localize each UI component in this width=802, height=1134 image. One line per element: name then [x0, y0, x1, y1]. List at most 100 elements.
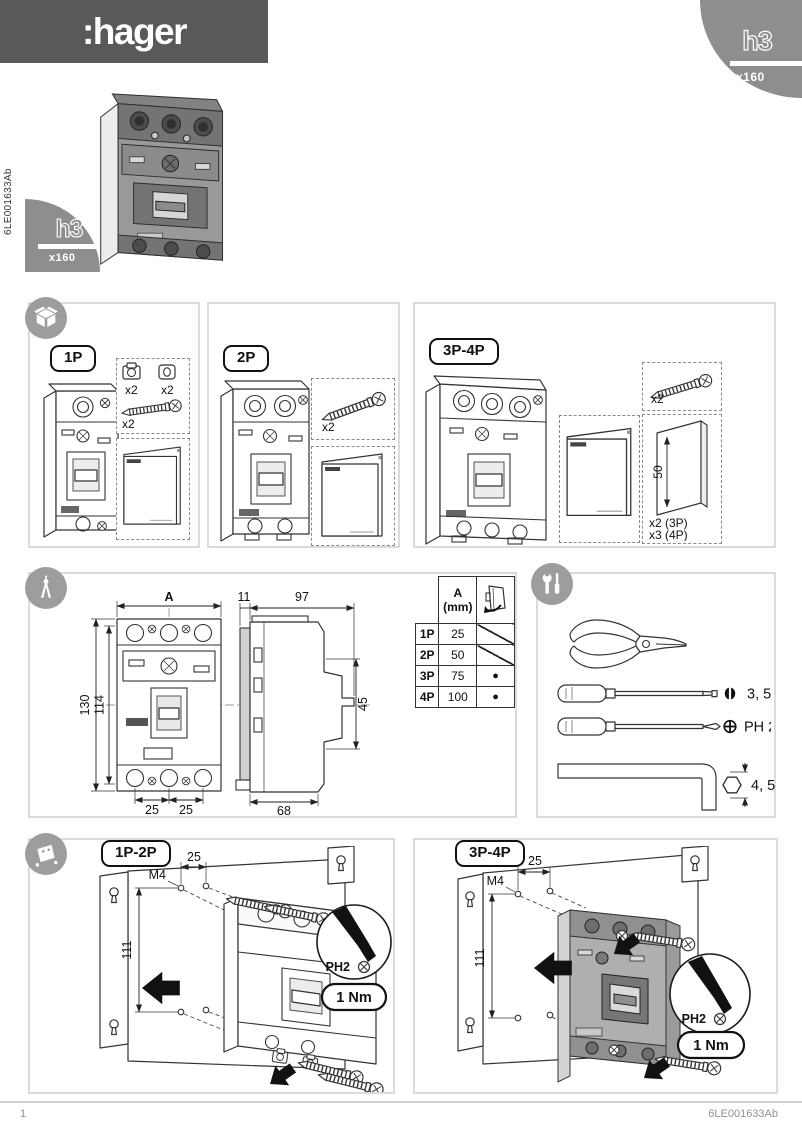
table-row: 3P 75 — [414, 665, 515, 687]
document-reference-side: 6LE001633Ab — [3, 168, 14, 235]
torque-badge — [320, 982, 388, 1012]
mounting-panel-1p-2p: 1P-2P 25 M4 111 — [25, 833, 395, 1094]
header-a: A — [453, 586, 463, 600]
badge-divider — [38, 244, 100, 249]
screw-qty: x2 — [322, 420, 335, 434]
package-box-icon — [33, 305, 59, 329]
table-header-a: A (mm) — [438, 576, 478, 624]
phillips-size: PH 2 — [744, 720, 771, 736]
dim-base-68: 68 — [277, 804, 291, 816]
cutting-pliers-drawing — [569, 619, 687, 669]
variant-label-text: 1P — [64, 349, 83, 366]
hager-logo: :hager — [81, 10, 188, 52]
packaging-panel-3p-4p: 3P-4P x2 — [413, 302, 776, 548]
screw-qty: x2 — [651, 392, 664, 406]
series-label: x160 — [49, 252, 76, 264]
table-row: 1P 25 — [414, 623, 515, 645]
dim-pitch-left: 25 — [145, 803, 159, 816]
table-header-icon — [476, 576, 515, 624]
breaker-drawing-2p — [220, 380, 310, 542]
packaging-icon — [25, 297, 67, 339]
mounting-drawing-1p-2p: 25 M4 111 — [99, 846, 392, 1092]
mounting-drawing-3p-4p: 25 M4 111 — [457, 846, 751, 1088]
screw-qty: x2 — [122, 417, 135, 431]
breaker-drawing-3p — [425, 375, 547, 545]
screws-drawing: x2 — [643, 363, 719, 406]
manual-box-1p — [116, 438, 190, 540]
phase-separator-drawing: 50 x2 (3P) x3 (4P) — [649, 419, 708, 542]
dim-depth-97: 97 — [295, 590, 309, 604]
dim-hole-spacing: 111 — [120, 940, 134, 959]
variant-label-3p-4p: 3P-4P — [455, 840, 525, 867]
page-number: 1 — [20, 1108, 27, 1120]
a-value: 75 — [438, 665, 478, 687]
accessory-box-1p: x2 x2 x2 — [116, 358, 190, 434]
mounting-plate-icon — [35, 844, 58, 867]
series-label: x160 — [736, 70, 765, 84]
pole-label: 2P — [414, 644, 440, 666]
breaker-side-icon — [483, 584, 506, 613]
variant-label-1p-2p: 1P-2P — [101, 840, 171, 867]
tools-icon — [531, 563, 573, 605]
pole-label: 3P — [414, 665, 440, 687]
table-row: 2P 50 — [414, 644, 515, 666]
dimensions-icon — [25, 567, 67, 609]
hex-size: 4, 5 — [751, 778, 775, 794]
torque-value: 1 Nm — [336, 990, 371, 1006]
manual-leaflet-drawing — [321, 453, 383, 537]
dim-hole-spacing: 111 — [473, 948, 487, 967]
pole-label: 1P — [414, 623, 440, 645]
separator-box-3p-4p: 50 x2 (3P) x3 (4P) — [642, 414, 722, 544]
availability-mark — [476, 644, 515, 666]
screw-box-2p: x2 — [311, 378, 395, 440]
torque-value: 1 Nm — [693, 1038, 728, 1054]
phillips-screwdriver-row: PH 2 — [557, 717, 771, 736]
manual-box-3p-4p — [559, 415, 640, 543]
width-table: A (mm) 1P 25 2P — [414, 576, 515, 708]
hex-key-row: 4, 5 — [557, 763, 775, 811]
screw-box-3p-4p: x2 — [642, 362, 722, 411]
variant-label-1p: 1P — [50, 345, 97, 372]
h3-logo: h3 — [742, 25, 775, 56]
screwdriver-silhouette-icon — [688, 956, 732, 1014]
manual-leaflet-dr — [123, 446, 181, 525]
dim-width-a: A — [164, 590, 173, 604]
mounting-panel-3p-4p: 3P-4P 25 M4 111 — [413, 838, 778, 1094]
availability-mark — [476, 665, 515, 687]
pole-label: 4P — [414, 686, 440, 708]
header-unit: (mm) — [443, 600, 473, 614]
table-row: 4P 100 — [414, 686, 515, 708]
dim-pitch-right: 25 — [179, 803, 193, 816]
variant-label-text: 1P-2P — [115, 844, 157, 861]
hex-icon — [722, 776, 742, 794]
variant-label-2p: 2P — [223, 345, 270, 372]
h3-logo-text: h3 — [742, 26, 772, 56]
tools-panel: 3, 5 PH 2 4, 5 — [531, 563, 776, 818]
variant-label-text: 3P-4P — [469, 844, 511, 861]
bit-label: PH2 — [682, 1012, 706, 1026]
variant-label-3p-4p: 3P-4P — [429, 338, 499, 365]
footer-divider — [0, 1101, 802, 1103]
slotted-size: 3, 5 — [747, 687, 771, 703]
brand-header: :hager — [0, 0, 268, 63]
clip-qty: x2 — [161, 383, 174, 397]
dim-hole-pitch: 25 — [528, 854, 542, 868]
bit-label: PH2 — [326, 960, 350, 974]
dim-handle-45: 45 — [356, 697, 370, 711]
dimensions-panel: A 130 114 25 25 11 — [25, 567, 517, 818]
a-value: 100 — [438, 686, 478, 708]
torque-inset-circle — [316, 904, 392, 980]
availability-mark — [476, 686, 515, 708]
torque-badge — [676, 1030, 746, 1060]
slotted-screwdriver-row: 3, 5 — [557, 684, 771, 703]
a-value: 25 — [438, 623, 478, 645]
wrench-screwdriver-icon — [542, 571, 560, 594]
separator-height: 50 — [651, 465, 665, 479]
packaging-panel-1p: 1P x2 x2 — [25, 297, 200, 548]
manual-leaflet-drawing — [565, 427, 631, 517]
h3-logo: h3 — [55, 216, 84, 243]
manual-box-2p — [311, 446, 395, 546]
separator-qty-4p: x3 (4P) — [649, 528, 688, 541]
screw-type-label: M4 — [149, 868, 166, 882]
